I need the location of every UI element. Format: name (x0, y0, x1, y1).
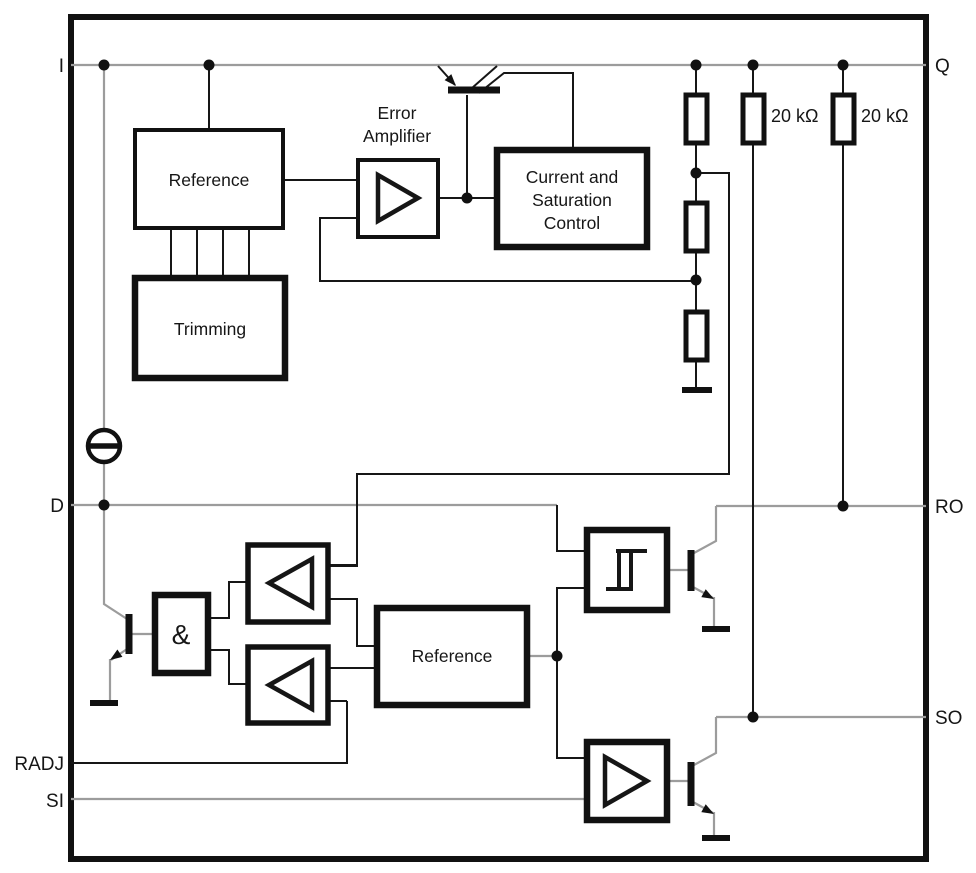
divider-resistor-2 (683, 200, 710, 254)
resistors (683, 92, 857, 363)
junction-dot (690, 167, 702, 179)
divider-resistor-1 (683, 92, 710, 146)
trimming-links (170, 228, 250, 278)
csc-label-line1: Current and (526, 167, 618, 187)
error-amplifier-label-line1: Error (378, 103, 417, 123)
ro-line (693, 504, 926, 554)
junction-dot (98, 59, 110, 71)
junction-dots (98, 59, 849, 723)
reference-bottom-label: Reference (412, 646, 493, 666)
comparator-triangle-icon (264, 555, 315, 611)
current-saturation-control-block (493, 146, 651, 251)
reference-bottom-block (373, 604, 531, 709)
pin-label-radj: RADJ (14, 754, 64, 775)
ground-symbols (90, 387, 730, 841)
left-npn-transistor-icon (110, 614, 133, 660)
upper-npn-transistor-icon (687, 550, 714, 599)
reference-top-block (133, 128, 285, 230)
gray-wires (71, 63, 926, 836)
amplifier-triangle-icon (375, 171, 423, 225)
amplifier-triangle-icon (602, 753, 652, 809)
lower-npn-emitter-wire (692, 801, 716, 836)
chip-boundary (68, 14, 929, 862)
error-amplifier-label-line2: Amplifier (363, 126, 431, 146)
junction-dot (837, 59, 849, 71)
and-gate-output-wires (208, 581, 248, 685)
feedback-wire (319, 217, 696, 282)
reference-top-label: Reference (169, 170, 250, 190)
junction-dot (461, 192, 473, 204)
so-line (693, 715, 926, 766)
lower-npn-transistor-icon (687, 762, 714, 814)
schmitt-trigger-block (583, 526, 671, 614)
pullup-resistor-1 (740, 92, 767, 146)
pin-label-i: I (59, 56, 64, 77)
schmitt-step-icon (606, 549, 647, 591)
csc-label-line2: Saturation (532, 190, 612, 210)
junction-dot (837, 500, 849, 512)
pin-label-so: SO (935, 708, 962, 729)
junction-dot (747, 711, 759, 723)
junction-dot (203, 59, 215, 71)
lower-npn-emitter-arrow (701, 804, 714, 814)
upper-npn-emitter-wire (692, 586, 716, 627)
pnp-collector-wires (471, 65, 574, 150)
upper-npn-emitter-arrow (701, 589, 714, 599)
comparator-triangle-icon (264, 657, 315, 713)
trimming-block (131, 274, 289, 382)
trimming-label: Trimming (174, 319, 246, 339)
and-gate-block (151, 591, 212, 677)
comparator-wires (328, 564, 377, 702)
current-source-icon (85, 427, 123, 465)
pnp-emitter-arrow (444, 74, 456, 86)
pullup-resistor-2 (830, 92, 857, 146)
resistor-value-label-1: 20 kΩ (771, 106, 818, 126)
junction-dot (98, 499, 110, 511)
pnp-pass-transistor-icon (444, 74, 500, 94)
junction-dot (551, 650, 563, 662)
divider-resistor-3 (683, 309, 710, 363)
and-gate-label: & (172, 619, 191, 650)
resistor-value-label-2: 20 kΩ (861, 106, 908, 126)
left-npn-emitter-arrow (110, 649, 123, 660)
pin-label-q: Q (935, 56, 950, 77)
junction-dot (690, 274, 702, 286)
current-source-branch-wire (102, 65, 128, 620)
radj-line (71, 701, 348, 764)
junction-dot (747, 59, 759, 71)
pin-label-ro: RO (935, 497, 964, 518)
d-to-schmitt-wire (556, 505, 587, 552)
reference-to-schmitt-amp-wire (556, 587, 587, 759)
pin-label-d: D (50, 496, 64, 517)
junction-dot (690, 59, 702, 71)
pin-label-si: SI (46, 791, 64, 812)
csc-label-line3: Control (544, 213, 600, 233)
